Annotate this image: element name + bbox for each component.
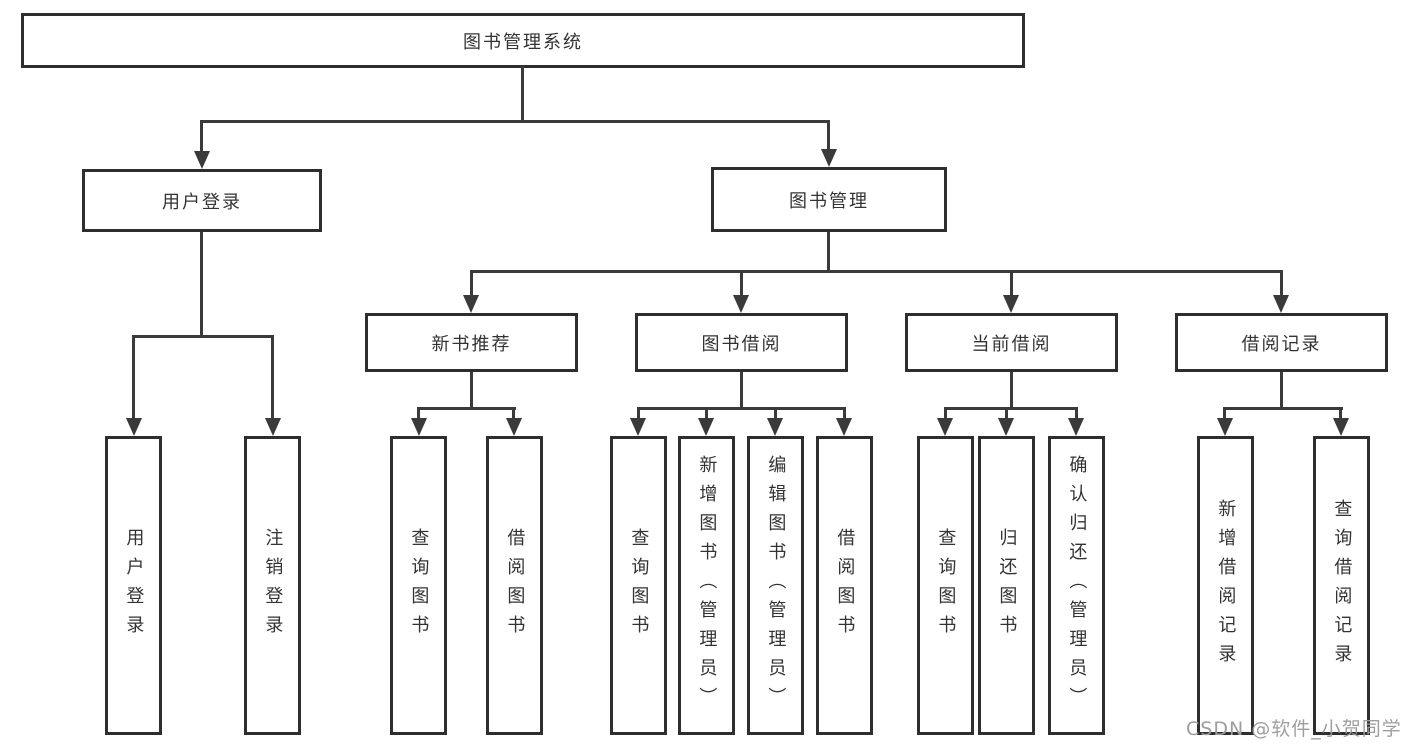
connector-borrow-record-branch (1224, 407, 1343, 410)
leaf-label: 查询借阅记录 (1331, 498, 1353, 673)
leaf-borrow-edit-admin: 编辑图书（管理员） (747, 436, 804, 735)
leaf-label: 确认归还（管理员） (1066, 455, 1088, 716)
connector-drop-new-book (470, 270, 473, 298)
connector-drop-leaf (705, 407, 708, 423)
leaf-current-return: 归还图书 (978, 436, 1035, 735)
node-user-login-label: 用户登录 (162, 191, 242, 213)
leaf-label: 查询图书 (408, 527, 430, 644)
node-book-borrow: 图书借阅 (635, 313, 848, 372)
connector-borrow-record-stem (1280, 372, 1283, 409)
leaf-current-confirm-admin: 确认归还（管理员） (1048, 436, 1105, 735)
arrowhead-icon (998, 418, 1014, 436)
leaf-label: 借阅图书 (834, 527, 856, 644)
connector-drop-leaf (1339, 407, 1342, 423)
arrowhead-icon (126, 418, 142, 436)
connector-current-borrow-stem (1010, 372, 1013, 409)
node-root-label: 图书管理系统 (463, 31, 583, 53)
node-current-borrow-label: 当前借阅 (971, 333, 1052, 355)
connector-root-stem (521, 66, 524, 122)
connector-drop-user-login (200, 120, 203, 153)
leaf-current-query: 查询图书 (917, 436, 974, 735)
connector-drop-borrow-record (1280, 270, 1283, 298)
leaf-label: 归还图书 (996, 527, 1018, 644)
connector-drop-book-borrow (740, 270, 743, 298)
connector-drop-leaf (1005, 407, 1008, 423)
node-user-login: 用户登录 (82, 169, 322, 232)
connector-book-management-stem (827, 232, 830, 272)
arrowhead-icon (463, 295, 479, 313)
node-root: 图书管理系统 (21, 13, 1025, 68)
node-book-borrow-label: 图书借阅 (701, 333, 782, 355)
arrowhead-icon (1273, 295, 1289, 313)
arrowhead-icon (1068, 418, 1084, 436)
connector-current-borrow-branch (944, 407, 1078, 410)
connector-drop-leaf (774, 407, 777, 423)
leaf-borrow-query: 查询图书 (610, 436, 667, 735)
connector-drop-leaf (1075, 407, 1078, 423)
csdn-watermark: CSDN @软件_小贺同学 (1186, 718, 1402, 740)
connector-drop-leaf (944, 407, 947, 423)
connector-drop-leaf (1223, 407, 1226, 423)
connector-new-book-branch (418, 407, 516, 410)
connector-new-book-stem (470, 372, 473, 409)
leaf-label: 注销登录 (262, 527, 284, 644)
leaf-borrow-borrow: 借阅图书 (816, 436, 873, 735)
arrowhead-icon (821, 149, 837, 167)
connector-book-borrow-stem (740, 372, 743, 409)
connector-drop-leaf (637, 407, 640, 423)
arrowhead-icon (1333, 418, 1349, 436)
node-book-management-label: 图书管理 (789, 190, 869, 212)
connector-drop-book-management (827, 120, 830, 151)
node-new-book-recommend: 新书推荐 (365, 313, 578, 372)
node-book-management: 图书管理 (711, 167, 947, 232)
node-borrow-record: 借阅记录 (1175, 313, 1388, 372)
arrowhead-icon (630, 418, 646, 436)
connector-root-branch (200, 120, 830, 123)
arrowhead-icon (836, 418, 852, 436)
connector-book-borrow-branch (637, 407, 846, 410)
leaf-label: 查询图书 (935, 527, 957, 644)
arrowhead-icon (1003, 295, 1019, 313)
arrowhead-icon (937, 418, 953, 436)
arrowhead-icon (1217, 418, 1233, 436)
node-new-book-recommend-label: 新书推荐 (431, 333, 512, 355)
leaf-logout: 注销登录 (244, 436, 301, 735)
arrowhead-icon (733, 295, 749, 313)
arrowhead-icon (194, 151, 210, 169)
connector-user-login-stem (200, 232, 203, 338)
leaf-label: 新增借阅记录 (1215, 498, 1237, 673)
arrowhead-icon (411, 418, 427, 436)
arrowhead-icon (265, 418, 281, 436)
connector-drop-login-leaf (132, 335, 135, 420)
leaf-label: 新增图书（管理员） (696, 455, 718, 716)
connector-user-login-branch (132, 335, 274, 338)
leaf-record-add: 新增借阅记录 (1197, 436, 1254, 735)
connector-drop-current-borrow (1010, 270, 1013, 298)
connector-book-management-branch (470, 270, 1282, 273)
leaf-label: 借阅图书 (504, 527, 526, 644)
leaf-label: 编辑图书（管理员） (765, 455, 787, 716)
connector-drop-leaf (512, 407, 515, 423)
leaf-newbook-query: 查询图书 (390, 436, 447, 735)
leaf-newbook-borrow: 借阅图书 (486, 436, 543, 735)
node-borrow-record-label: 借阅记录 (1241, 333, 1322, 355)
arrowhead-icon (767, 418, 783, 436)
arrowhead-icon (698, 418, 714, 436)
leaf-borrow-add-admin: 新增图书（管理员） (678, 436, 735, 735)
leaf-label: 查询图书 (628, 527, 650, 644)
node-current-borrow: 当前借阅 (905, 313, 1118, 372)
leaf-label: 用户登录 (123, 527, 145, 644)
connector-drop-logout-leaf (271, 335, 274, 420)
leaf-user-login: 用户登录 (105, 436, 162, 735)
leaf-record-query: 查询借阅记录 (1313, 436, 1370, 735)
connector-drop-leaf (843, 407, 846, 423)
connector-drop-leaf (417, 407, 420, 423)
arrowhead-icon (506, 418, 522, 436)
